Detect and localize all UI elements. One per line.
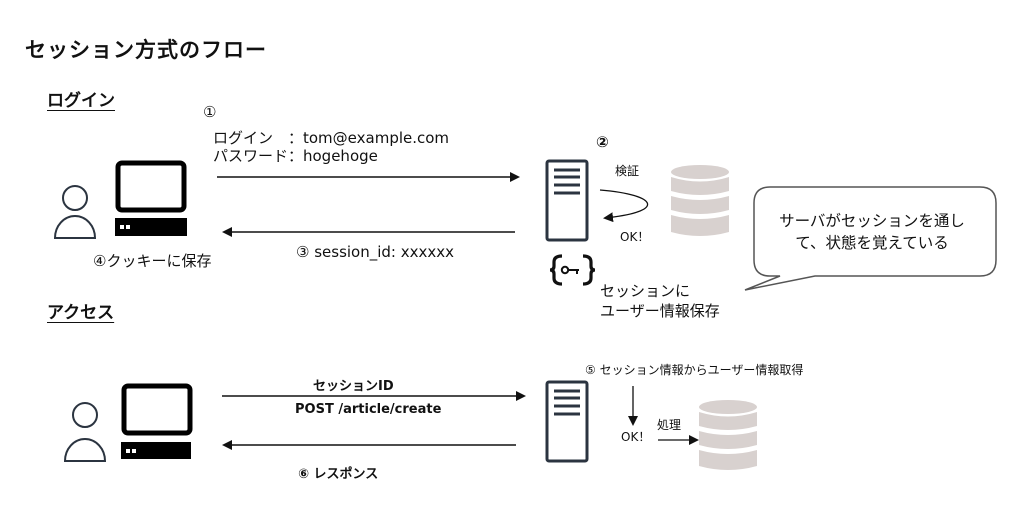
verify-label: 検証 <box>615 164 640 178</box>
verify-loop-arrow <box>599 189 649 223</box>
server-icon-login <box>545 159 589 242</box>
callout-line-2: て、状態を覚えている <box>795 234 949 252</box>
step5-label: ⑤ セッション情報からユーザー情報取得 <box>585 363 804 377</box>
database-icon-login <box>671 165 729 236</box>
step2-marker: ② <box>596 133 609 151</box>
step4-cookie-label: ④クッキーに保存 <box>93 252 212 270</box>
credentials-block: ログイン ：tom@example.com パスワード：hogehoge <box>213 129 449 165</box>
session-store-label: セッションに ユーザー情報保存 <box>600 281 720 321</box>
server-icon-access <box>545 380 589 463</box>
request-session-id-label: セッションID <box>313 379 394 394</box>
computer-icon-access <box>121 383 193 459</box>
session-store-line-2: ユーザー情報保存 <box>600 302 720 320</box>
step3-session-id-label: ③ session_id: xxxxxx <box>296 243 455 261</box>
page-title: セッション方式のフロー <box>25 38 267 62</box>
request-endpoint-label: POST /article/create <box>295 402 442 417</box>
callout-text: サーバがセッションを通し て、状態を覚えている <box>752 210 992 254</box>
user-icon-access <box>63 402 107 462</box>
ok-label-login: OK！ <box>620 230 650 244</box>
credentials-login-line: ログイン ：tom@example.com <box>213 129 450 147</box>
user-icon-login <box>53 185 97 239</box>
step6-response-label: ⑥ レスポンス <box>298 467 379 482</box>
credentials-password-line: パスワード：hogehoge <box>213 147 378 165</box>
session-store-line-1: セッションに <box>600 282 691 300</box>
section-heading-login: ログイン <box>47 91 115 111</box>
ok-label-access: OK！ <box>621 430 651 444</box>
callout-bubble <box>744 186 997 291</box>
process-label: 処理 <box>657 418 682 432</box>
section-heading-access: アクセス <box>47 303 115 323</box>
database-icon-access <box>699 400 757 470</box>
session-key-icon <box>549 254 596 286</box>
step1-marker: ① <box>203 103 217 121</box>
computer-icon-login <box>115 160 187 236</box>
callout-line-1: サーバがセッションを通し <box>779 212 965 230</box>
